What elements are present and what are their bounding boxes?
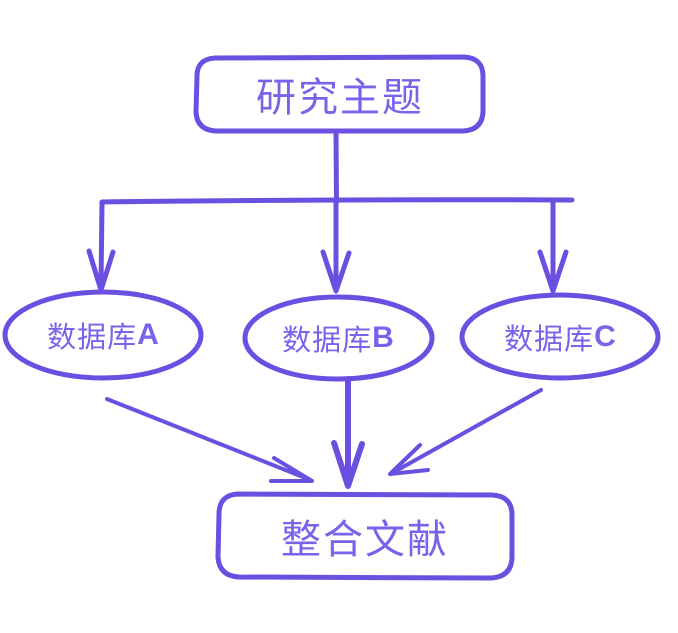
branch-horizontal-bar: [99, 197, 575, 205]
node-shape-database-c[interactable]: [459, 292, 661, 381]
arrowhead-b: [320, 249, 352, 294]
edge-database-a-to-merge: [105, 397, 314, 483]
arrowhead-c: [537, 249, 569, 294]
edge-database-c-to-merge: [388, 388, 543, 476]
arrowhead-c-merge: [388, 443, 430, 476]
arrow-shaft-a-merge: [105, 397, 310, 481]
database-c-outline: [459, 292, 661, 381]
database-b-outline: [242, 294, 435, 382]
node-shape-research-topic[interactable]: [193, 54, 486, 134]
research-topic-outline: [193, 54, 486, 134]
node-shape-database-b[interactable]: [242, 294, 435, 382]
root-stem-line: [333, 130, 339, 205]
edge-root-to-branch-bar: [99, 130, 575, 205]
edge-database-b-to-merge: [331, 376, 365, 489]
node-shape-integrated-literature[interactable]: [215, 491, 515, 581]
arrow-shaft-c-merge: [392, 388, 543, 474]
edge-root-to-database-c: [537, 200, 569, 294]
arrowhead-b-merge: [331, 440, 365, 489]
arrowhead-a-merge: [269, 456, 314, 483]
arrow-shaft-a: [98, 200, 105, 289]
node-shape-database-a[interactable]: [2, 289, 204, 381]
edge-root-to-database-a: [86, 200, 116, 293]
integrated-literature-outline: [215, 491, 515, 581]
edge-root-to-database-b: [320, 199, 352, 294]
database-a-outline: [2, 289, 204, 381]
